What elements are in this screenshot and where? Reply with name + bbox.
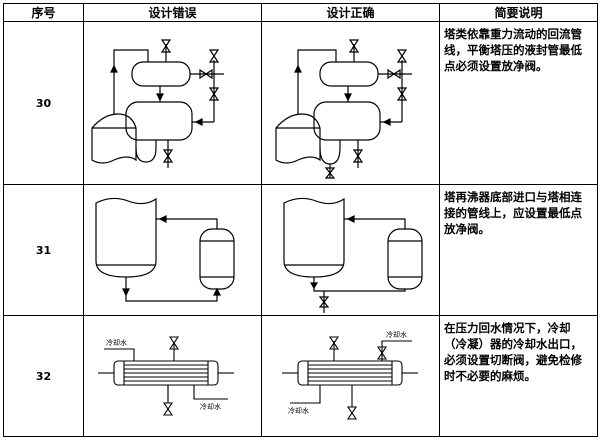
diagram-correct-32: 冷却水 冷却水	[261, 315, 440, 437]
row-note: 塔再沸器底部进口与塔相连接的管线上，应设置最低点放净阀。	[439, 184, 598, 316]
column-vessel-shape	[125, 101, 193, 141]
header-index: 序号	[3, 3, 84, 22]
diagram-correct-31	[261, 184, 440, 316]
tank-shape	[91, 113, 137, 164]
comparison-table: 序号 设计错误 设计正确 简要说明 30	[3, 3, 598, 437]
row-index: 31	[3, 184, 84, 316]
header-row: 序号 设计错误 设计正确 简要说明	[3, 3, 598, 22]
header-wrong: 设计错误	[83, 3, 262, 22]
reflux-drum-shape	[131, 61, 191, 87]
column-shape	[95, 197, 157, 278]
cooler-wrong-diagram: 冷却水 冷却水	[98, 336, 234, 416]
header-correct: 设计正确	[261, 3, 440, 22]
row-index: 30	[3, 21, 84, 185]
table-row: 31	[3, 184, 598, 316]
row-index: 32	[3, 315, 84, 437]
table-row: 32	[3, 315, 598, 437]
diagram-wrong-30	[83, 21, 262, 185]
diagram-correct-30	[261, 21, 440, 185]
cooling-water-in-label: 冷却水	[106, 338, 127, 347]
row-note: 塔类依靠重力流动的回流管线，平衡塔压的液封管最低点必须设置放净阀。	[439, 21, 598, 185]
reflux-wrong-diagram	[91, 39, 224, 168]
table-row: 30	[3, 21, 598, 185]
cooling-water-out-label: 冷却水	[386, 330, 407, 339]
reboiler-wrong-diagram	[95, 197, 235, 302]
diagram-wrong-32: 冷却水 冷却水	[83, 315, 262, 437]
cooler-correct-diagram: 冷却水 冷却水	[282, 330, 418, 420]
cooling-water-in-label: 冷却水	[288, 406, 309, 415]
row-note: 在压力回水情况下，冷却（冷凝）器的冷却水出口，必须设置切断阀，避免检修时不必要的…	[439, 315, 598, 437]
diagram-wrong-31	[83, 184, 262, 316]
reboiler-shape	[199, 228, 235, 290]
cooling-water-out-label: 冷却水	[200, 402, 221, 411]
reboiler-correct-diagram	[283, 197, 423, 313]
reflux-correct-diagram	[275, 39, 412, 179]
header-note: 简要说明	[439, 3, 598, 22]
